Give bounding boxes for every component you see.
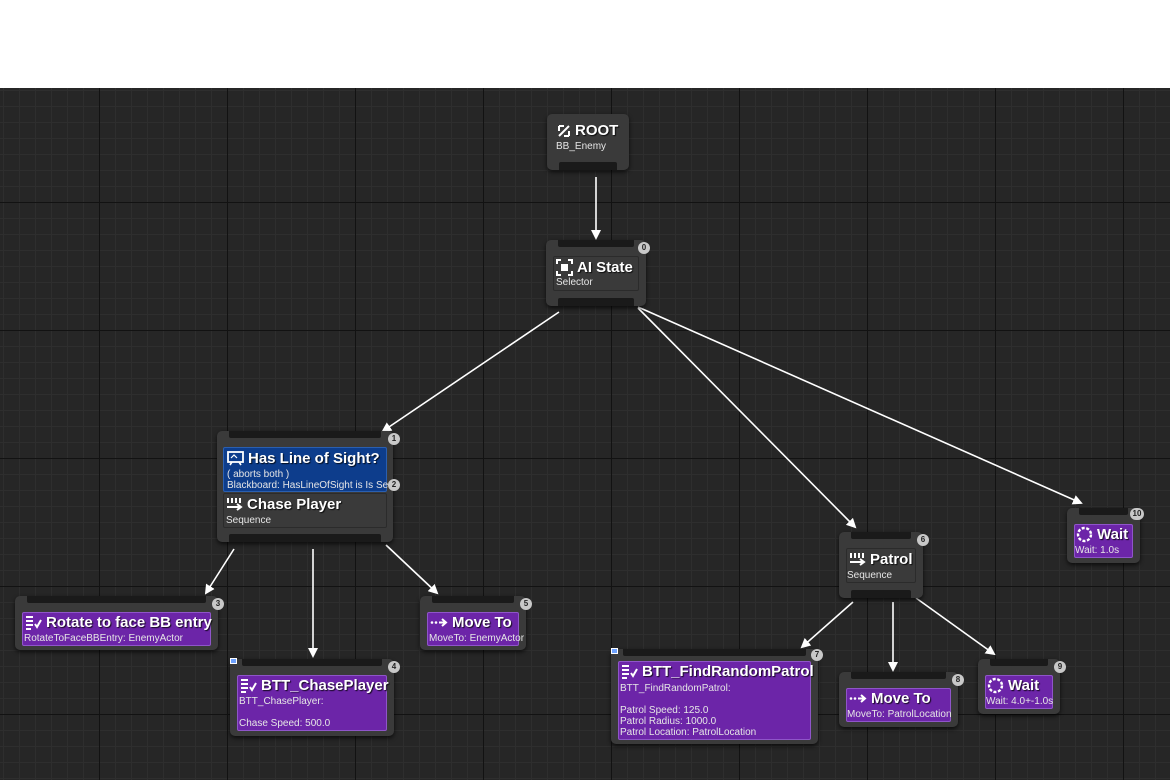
move-to-enemy-input-pin[interactable] (432, 596, 514, 603)
wait-fixed-task-node[interactable]: Wait Wait: 1.0s 10 (1067, 508, 1144, 563)
node-subtitle: MoveTo: PatrolLocation (847, 709, 952, 720)
btt-chase-player-task-node[interactable]: BTT_ChasePlayer BTT_ChasePlayer: Chase S… (230, 658, 400, 736)
node-subtitle: MoveTo: EnemyActor (429, 633, 525, 644)
move-to-icon (430, 618, 448, 627)
rotate-input-pin[interactable] (27, 596, 206, 603)
execution-index-badge: 5 (520, 598, 532, 610)
move-to-enemy-task-node[interactable]: Move To MoveTo: EnemyActor 5 (420, 596, 532, 650)
wait-random-input-pin[interactable] (990, 659, 1048, 666)
node-subtitle: BTT_FindRandomPatrol: (620, 683, 731, 694)
btt-find-random-patrol-task-node[interactable]: BTT_FindRandomPatrol BTT_FindRandomPatro… (611, 648, 823, 744)
node-title: Has Line of Sight? (248, 450, 380, 467)
execution-index-badge: 6 (917, 534, 929, 546)
node-property: Patrol Location: PatrolLocation (620, 727, 757, 738)
execution-index-badge: 8 (952, 674, 964, 686)
btt-find-input-pin[interactable] (623, 649, 806, 656)
node-subtitle: RotateToFaceBBEntry: EnemyActor (24, 633, 183, 644)
task-icon (26, 616, 42, 630)
sequence-icon (850, 553, 866, 566)
graph-connections (204, 177, 1083, 672)
execution-index-badge: 0 (638, 242, 650, 254)
node-title: ROOT (575, 122, 619, 139)
sequence-icon (227, 498, 243, 511)
patrol-input-pin[interactable] (851, 532, 911, 539)
node-subtitle: Sequence (847, 570, 893, 581)
node-title: AI State (577, 259, 633, 276)
chase-player-sequence-node[interactable]: Has Line of Sight? ( aborts both ) Black… (217, 431, 400, 542)
wait-random-task-node[interactable]: Wait Wait: 4.0+-1.0s 9 (978, 659, 1066, 714)
wire-ai-state-to-wait-fixed (637, 306, 1083, 505)
move-to-patrol-task-node[interactable]: Move To MoveTo: PatrolLocation 8 (839, 672, 964, 727)
root-node[interactable]: ROOT BB_Enemy (547, 114, 629, 170)
node-title: Wait (1008, 677, 1040, 694)
node-title: Rotate to face BB entry (46, 614, 212, 631)
execution-index-badge: 7 (811, 649, 823, 661)
execution-index-badge: 3 (212, 598, 224, 610)
blueprint-flag-icon (230, 658, 237, 664)
behavior-tree-graph[interactable]: ROOT BB_Enemy AI State Selector 0 Has Li… (0, 88, 1170, 780)
wire-patrol-to-btt-find (800, 601, 854, 649)
node-subtitle: Sequence (226, 515, 272, 526)
wait-fixed-input-pin[interactable] (1079, 508, 1128, 515)
wire-patrol-to-wait-random (915, 597, 996, 656)
selector-icon (556, 259, 573, 276)
ai-state-input-pin[interactable] (558, 240, 634, 247)
root-output-pin[interactable] (559, 162, 617, 170)
chase-player-output-pin[interactable] (229, 534, 381, 542)
node-title: Chase Player (247, 496, 342, 513)
patrol-output-pin[interactable] (851, 590, 911, 598)
wire-ai-state-to-patrol (637, 307, 857, 529)
wait-icon (987, 677, 1004, 694)
wire-chase-to-rotate (204, 548, 235, 595)
has-line-of-sight-decorator[interactable]: Has Line of Sight? ( aborts both ) Black… (223, 447, 391, 492)
execution-index-badge: 4 (388, 661, 400, 673)
node-subtitle: BB_Enemy (556, 141, 607, 152)
ai-state-output-pin[interactable] (558, 298, 634, 306)
execution-index-badge: 9 (1054, 661, 1066, 673)
patrol-sequence-node[interactable]: Patrol Sequence 6 (839, 532, 929, 598)
node-title: Move To (871, 690, 931, 707)
chase-player-input-pin[interactable] (229, 431, 381, 438)
btt-chase-input-pin[interactable] (242, 659, 382, 666)
rotate-to-face-task-node[interactable]: Rotate to face BB entry RotateToFaceBBEn… (15, 596, 224, 650)
node-title: BTT_ChasePlayer (261, 677, 389, 694)
root-icon (558, 124, 570, 137)
decorator-abort-mode: ( aborts both ) (227, 469, 290, 480)
wire-ai-state-to-has-los (381, 311, 560, 433)
task-icon (622, 665, 638, 679)
execution-index-badge: 1 (388, 433, 400, 445)
wire-chase-to-move-to-enemy (385, 544, 439, 595)
node-title: Move To (452, 614, 512, 631)
node-title: Patrol (870, 551, 913, 568)
node-subtitle: Selector (556, 277, 593, 288)
move-to-patrol-input-pin[interactable] (851, 672, 946, 679)
execution-index-badge: 2 (388, 479, 400, 491)
node-property: Chase Speed: 500.0 (239, 718, 331, 729)
execution-index-badge: 10 (1130, 508, 1144, 520)
node-subtitle: Wait: 4.0+-1.0s (986, 696, 1054, 707)
node-subtitle: BTT_ChasePlayer: (239, 696, 324, 707)
node-subtitle: Wait: 1.0s (1075, 545, 1120, 556)
ai-state-selector-node[interactable]: AI State Selector 0 (546, 240, 650, 306)
move-to-icon (849, 694, 867, 703)
wait-icon (1076, 526, 1093, 543)
task-icon (241, 679, 257, 693)
node-property: Patrol Radius: 1000.0 (620, 716, 717, 727)
blueprint-flag-icon (611, 648, 618, 654)
decorator-condition: Blackboard: HasLineOfSight is Is Set (227, 480, 391, 491)
node-title: BTT_FindRandomPatrol (642, 663, 814, 680)
blackboard-decorator-icon (227, 451, 244, 466)
node-property: Patrol Speed: 125.0 (620, 705, 709, 716)
node-title: Wait (1097, 526, 1129, 543)
